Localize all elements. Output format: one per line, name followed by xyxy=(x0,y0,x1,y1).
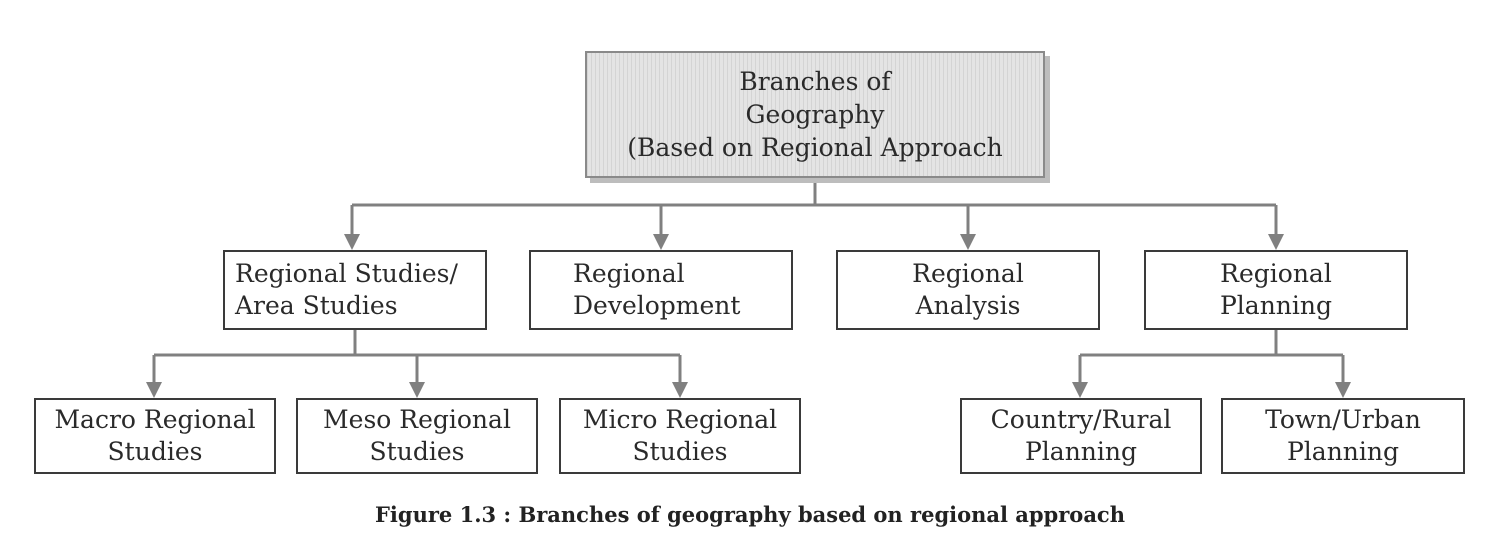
node-label-line: (Based on Regional Approach xyxy=(627,133,1003,162)
arrowhead xyxy=(653,234,669,250)
node-label-line: Studies xyxy=(632,437,728,466)
node-label-line: Area Studies xyxy=(235,291,398,320)
node-label-line: Planning xyxy=(1219,291,1333,320)
node-label-line: Micro Regional xyxy=(582,405,778,434)
node-label-line: Regional xyxy=(912,259,1024,288)
node-regional-development: Regional Development xyxy=(529,250,793,330)
node-label-line: Town/Urban xyxy=(1265,405,1421,434)
arrowhead xyxy=(672,382,688,398)
node-label-line: Studies xyxy=(107,437,203,466)
arrowhead xyxy=(960,234,976,250)
arrowhead xyxy=(146,382,162,398)
node-regional-planning: Regional Planning xyxy=(1144,250,1408,330)
node-label-line: Regional Studies/ xyxy=(235,259,458,288)
figure-caption: Figure 1.3 : Branches of geography based… xyxy=(375,502,1125,527)
arrowhead xyxy=(344,234,360,250)
node-town-urban-planning: Town/Urban Planning xyxy=(1221,398,1465,474)
arrowhead xyxy=(1072,382,1088,398)
node-micro-regional-studies: Micro Regional Studies xyxy=(559,398,801,474)
node-label-line: Geography xyxy=(745,100,885,129)
node-label-line: Meso Regional xyxy=(323,405,511,434)
node-label-line: Regional xyxy=(573,259,685,288)
node-label-line: Macro Regional xyxy=(54,405,256,434)
node-label-line: Studies xyxy=(369,437,465,466)
node-meso-regional-studies: Meso Regional Studies xyxy=(296,398,538,474)
node-branches-of-geography: Branches of Geography (Based on Regional… xyxy=(585,51,1045,178)
node-label-line: Planning xyxy=(1286,437,1400,466)
node-label-line: Analysis xyxy=(915,291,1021,320)
node-country-rural-planning: Country/Rural Planning xyxy=(960,398,1202,474)
node-label-line: Country/Rural xyxy=(990,405,1172,434)
arrowhead xyxy=(1335,382,1351,398)
node-label-line: Regional xyxy=(1220,259,1332,288)
arrowhead xyxy=(409,382,425,398)
node-regional-analysis: Regional Analysis xyxy=(836,250,1100,330)
node-macro-regional-studies: Macro Regional Studies xyxy=(34,398,276,474)
node-label-line: Planning xyxy=(1024,437,1138,466)
arrowhead xyxy=(1268,234,1284,250)
node-regional-studies: Regional Studies/ Area Studies xyxy=(223,250,487,330)
node-label-line: Branches of xyxy=(739,67,891,96)
node-label-line: Development xyxy=(573,291,741,320)
